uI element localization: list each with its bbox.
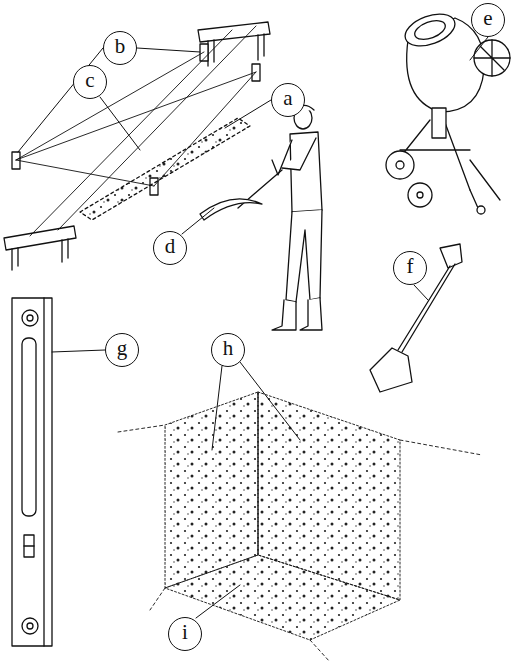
callout-letter: g: [117, 338, 128, 359]
callout-letter: c: [85, 70, 94, 91]
pickaxe: [200, 170, 282, 220]
callout-circle: b: [103, 31, 137, 65]
callout-letter: a: [283, 88, 292, 109]
profile-board: [4, 226, 76, 270]
worker: [272, 105, 322, 330]
callout-circle: i: [168, 617, 202, 651]
callout-letter: b: [115, 36, 126, 57]
callout-letter: i: [182, 622, 188, 643]
leader-line: [18, 37, 488, 618]
profile-board: [198, 22, 270, 66]
callout-letter: d: [165, 236, 176, 257]
peg: [12, 44, 260, 195]
callout-circle: c: [73, 65, 107, 99]
callout-circle: h: [211, 333, 245, 367]
callout-circle: g: [105, 333, 139, 367]
callout-circle: d: [153, 231, 187, 265]
callout-circle: a: [271, 83, 305, 117]
shovel: [370, 244, 462, 392]
callout-letter: e: [483, 8, 492, 29]
callout-letter: h: [223, 338, 234, 359]
trench-corner: [118, 392, 482, 662]
concrete-mixer: [386, 8, 510, 214]
spirit-level: [12, 298, 52, 646]
callout-letter: f: [407, 256, 414, 277]
callout-circle: e: [471, 3, 505, 37]
callout-circle: f: [393, 251, 427, 285]
